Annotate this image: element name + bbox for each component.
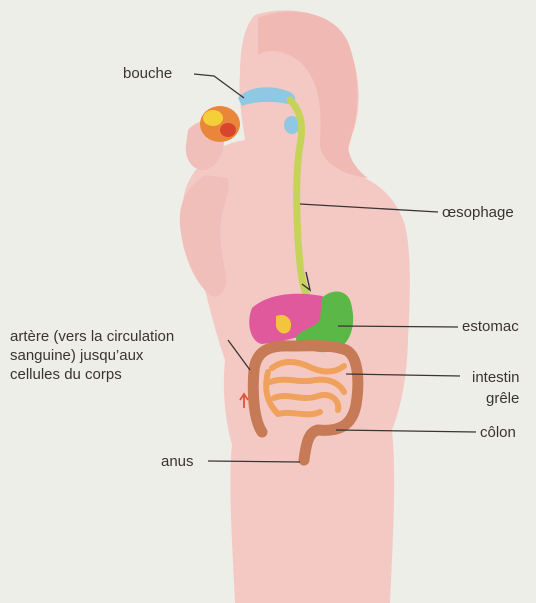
label-oesophage: œsophage: [442, 203, 514, 222]
label-estomac: estomac: [462, 317, 519, 336]
label-artere: artère (vers la circulation sanguine) ju…: [10, 327, 174, 384]
label-bouche: bouche: [123, 64, 172, 83]
label-anus: anus: [161, 452, 194, 471]
label-artere-line1: artère (vers la circulation: [10, 327, 174, 346]
label-intestin: intestin: [472, 368, 520, 387]
label-colon: côlon: [480, 423, 516, 442]
label-artere-line3: cellules du corps: [10, 365, 174, 384]
apple: [200, 106, 240, 142]
label-artere-line2: sanguine) jusqu’aux: [10, 346, 174, 365]
label-grele: grêle: [486, 389, 519, 408]
